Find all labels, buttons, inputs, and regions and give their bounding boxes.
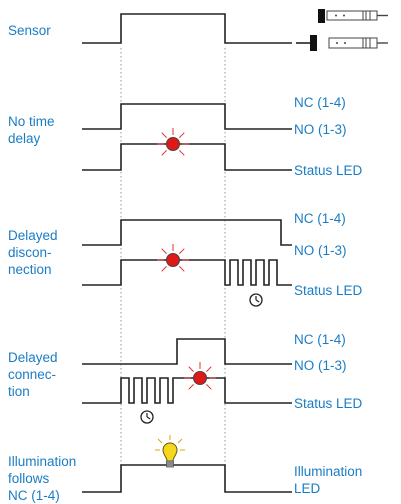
delayed-disconnection-no-label: NO (1-3) (294, 243, 347, 258)
delayed-disconnection-label: Delayed discon- nection (8, 228, 61, 277)
section-sensor: Sensor (8, 9, 388, 51)
section-no-delay: No time delay NC (1-4) NO (1-3) Status L… (8, 95, 363, 178)
section-illumination: Illumination follows NC (1-4) Illuminati… (8, 435, 366, 503)
clock-icon (140, 410, 154, 424)
no-delay-label: No time delay (8, 114, 58, 146)
led-icon (184, 362, 216, 390)
led-icon (157, 244, 189, 272)
delayed-connection-no-label: NO (1-3) (294, 358, 347, 373)
delayed-connection-label: Delayed connec- tion (8, 350, 61, 399)
delayed-connection-nc-waveform (82, 338, 292, 365)
bulb-icon (155, 435, 185, 468)
delayed-disconnection-nc-label: NC (1-4) (294, 211, 346, 226)
illumination-label: Illumination follows NC (1-4) (8, 454, 80, 503)
no-delay-nc-waveform (82, 103, 292, 130)
no-delay-nc-label: NC (1-4) (294, 95, 346, 110)
delayed-disconnection-nc-waveform (82, 219, 292, 246)
delayed-disconnection-led-label: Status LED (294, 283, 363, 298)
led-icon (157, 128, 189, 156)
delayed-disconnection-led-waveform (82, 259, 292, 286)
no-delay-no-label: NO (1-3) (294, 122, 347, 137)
section-delayed-connection: Delayed connec- tion NC (1-4) NO (1-3) S… (8, 332, 363, 424)
delayed-connection-nc-label: NC (1-4) (294, 332, 346, 347)
illumination-waveform (82, 464, 292, 493)
sensor-waveform (82, 13, 292, 44)
illumination-signal-label: Illumination LED (294, 464, 366, 496)
no-delay-led-waveform (82, 143, 292, 171)
delayed-connection-led-label: Status LED (294, 396, 363, 411)
no-delay-led-label: Status LED (294, 163, 363, 178)
delayed-connection-led-waveform (82, 377, 292, 404)
sensor-label: Sensor (8, 23, 51, 38)
section-delayed-disconnection: Delayed discon- nection NC (1-4) NO (1-3… (8, 211, 363, 307)
sensor-device-icon-2 (296, 35, 388, 51)
sensor-device-icon (318, 9, 388, 23)
clock-icon (249, 293, 263, 307)
